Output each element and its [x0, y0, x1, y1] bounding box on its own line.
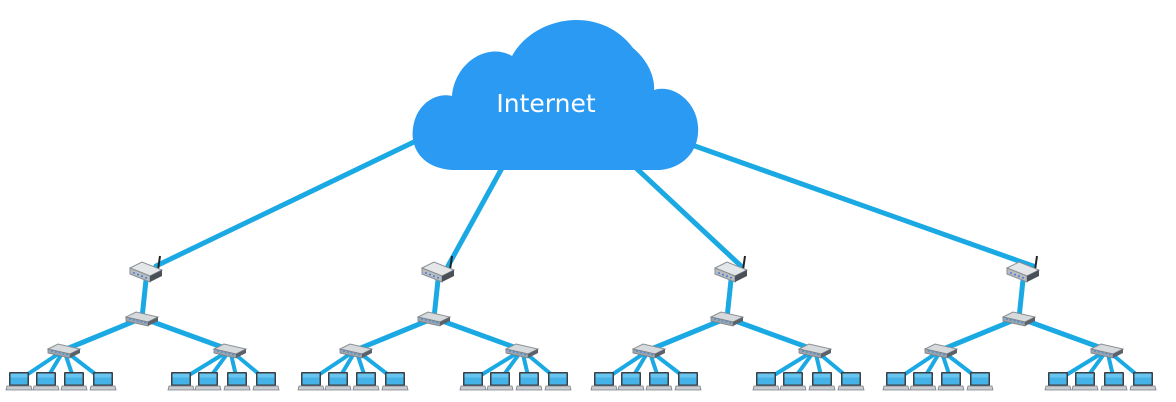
branch-3-router-switch-link	[724, 277, 734, 321]
branch-3-laptop-icon	[837, 372, 865, 391]
branch-4-router-switch-link	[1016, 277, 1026, 321]
branch-1-sub-switch-icon	[212, 343, 248, 359]
branch-1-sub-switch-icon	[46, 343, 82, 359]
branch-1-switch-link-left	[61, 315, 145, 353]
branch-1-laptop-icon	[194, 372, 222, 391]
branch-3-laptop-icon	[779, 372, 807, 391]
branch-1-laptop-icon	[60, 372, 88, 391]
branch-1-laptop-icon	[32, 372, 60, 391]
branch-4-switch-link-right	[1016, 315, 1110, 353]
branch-3-laptop-icon	[674, 372, 702, 391]
branch-3-sub-switch-icon	[631, 343, 667, 359]
branch-2-sub-switch-icon	[504, 343, 540, 359]
branch-1-laptop-icon	[167, 372, 195, 391]
branch-2-laptop-icon	[544, 372, 572, 391]
branch-2-laptop-icon	[324, 372, 352, 391]
branch-4-laptop-icon	[1044, 372, 1072, 391]
branch-3-switch-icon	[709, 311, 745, 327]
branch-1-wireless-router-icon	[128, 255, 164, 283]
branch-4-laptop-icon	[882, 372, 910, 391]
branch-4-sub-switch-icon	[1089, 343, 1125, 359]
branch-4-wireless-router-icon	[1005, 255, 1041, 283]
branch-2-wireless-router-icon	[420, 255, 456, 283]
branch-3-sub-switch-icon	[797, 343, 833, 359]
branch-2-uplink	[445, 165, 505, 269]
branch-3-laptop-icon	[808, 372, 836, 391]
cloud-label: Internet	[496, 89, 595, 118]
branch-2-switch-link-right	[431, 315, 525, 353]
branch-3-wireless-router-icon	[713, 255, 749, 283]
branch-4-laptop-icon	[1100, 372, 1128, 391]
branch-2-laptop-icon	[515, 372, 543, 391]
branch-2-sub-switch-icon	[338, 343, 374, 359]
branch-4-sub-switch-icon	[923, 343, 959, 359]
branch-4-laptop-icon	[937, 372, 965, 391]
branch-1-laptop-icon	[223, 372, 251, 391]
branch-1-switch-icon	[124, 311, 160, 327]
branch-3-uplink	[633, 165, 744, 269]
network-nodes	[5, 255, 1157, 391]
branch-3-laptop-icon	[617, 372, 645, 391]
branch-2-switch-icon	[416, 311, 452, 327]
branch-3-laptop-icon	[752, 372, 780, 391]
branch-4-laptop-icon	[1129, 372, 1157, 391]
branch-2-laptop-icon	[486, 372, 514, 391]
branch-2-laptop-icon	[297, 372, 325, 391]
branch-1-uplink	[153, 137, 421, 269]
cloud-shape	[412, 20, 699, 170]
internet-cloud-icon: Internet	[412, 20, 699, 170]
branch-2-laptop-icon	[459, 372, 487, 391]
branch-2-router-switch-link	[431, 277, 441, 321]
branch-3-switch-link-left	[646, 315, 730, 353]
branch-3-laptop-icon	[590, 372, 618, 391]
branch-4-switch-icon	[1001, 311, 1037, 327]
branch-3-switch-link-right	[724, 315, 818, 353]
branch-1-router-switch-link	[139, 277, 149, 321]
branch-1-laptop-icon	[252, 372, 280, 391]
branch-3-laptop-icon	[645, 372, 673, 391]
branch-4-laptop-icon	[966, 372, 994, 391]
branch-4-laptop-icon	[1071, 372, 1099, 391]
connection-links	[17, 137, 1145, 382]
branch-4-laptop-icon	[909, 372, 937, 391]
branch-2-laptop-icon	[381, 372, 409, 391]
branch-1-laptop-icon	[5, 372, 33, 391]
branch-4-switch-link-left	[938, 315, 1022, 353]
branch-2-switch-link-left	[353, 315, 437, 353]
branch-4-uplink	[675, 137, 1036, 269]
branch-1-switch-link-right	[139, 315, 233, 353]
branch-2-laptop-icon	[352, 372, 380, 391]
branch-1-laptop-icon	[89, 372, 117, 391]
